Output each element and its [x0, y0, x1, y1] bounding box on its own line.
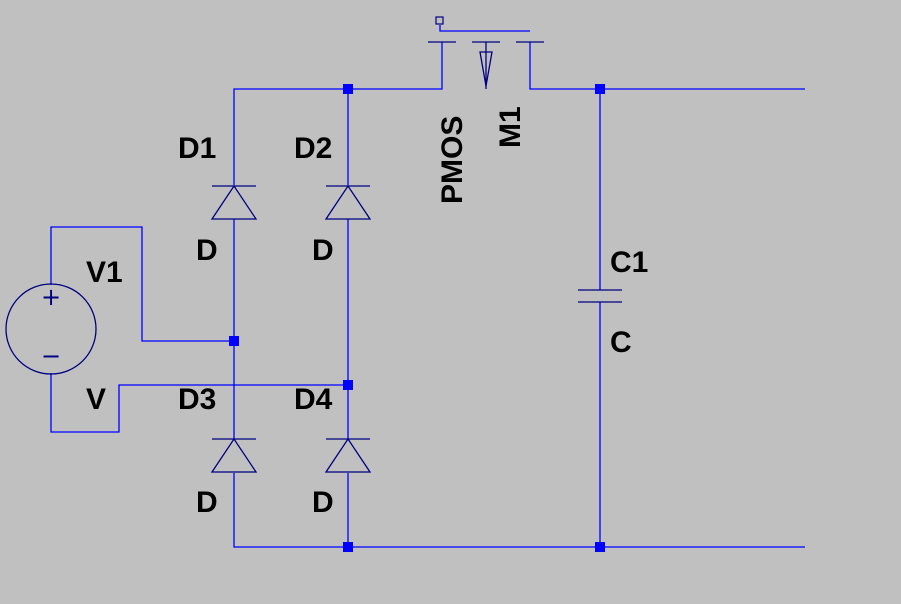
- junction-node[interactable]: [595, 84, 605, 94]
- junction-node[interactable]: [343, 380, 353, 390]
- d1-name-label: D1: [178, 132, 216, 165]
- diode-triangle: [324, 437, 372, 473]
- wire-m1-gate[interactable]: [439, 25, 530, 32]
- v1-value-label: V: [86, 383, 106, 416]
- d3-value-label: D: [196, 486, 218, 519]
- m1-name-label: M1: [494, 106, 527, 148]
- m1-pmos-transistor[interactable]: [428, 16, 544, 89]
- junctions: [229, 84, 605, 552]
- d2-value-label: D: [312, 234, 334, 267]
- diode-triangle: [324, 184, 372, 220]
- wire-m1-output[interactable]: [529, 42, 805, 90]
- m1-body-arrow-icon: [479, 51, 493, 87]
- d3-diode[interactable]: [210, 437, 258, 473]
- v1-voltage-source[interactable]: + −: [5, 283, 97, 375]
- junction-node[interactable]: [343, 542, 353, 552]
- d4-value-label: D: [312, 486, 334, 519]
- v1-minus-sign: −: [41, 342, 61, 370]
- c1-name-label: C1: [610, 246, 648, 279]
- c1-value-label: C: [610, 326, 632, 359]
- v1-name-label: V1: [86, 256, 123, 289]
- labels: V1 V D1 D D2 D D3 D D4 D PMOS M1 C1 C: [86, 106, 648, 519]
- wire-top-left[interactable]: [233, 42, 443, 185]
- wire-v1-top[interactable]: [50, 226, 234, 342]
- c1-capacitor[interactable]: [578, 289, 622, 303]
- d4-diode[interactable]: [324, 437, 372, 473]
- junction-node[interactable]: [229, 336, 239, 346]
- junction-node[interactable]: [343, 84, 353, 94]
- d2-name-label: D2: [294, 132, 332, 165]
- d1-diode[interactable]: [210, 184, 258, 220]
- v1-plus-sign: +: [41, 283, 61, 311]
- diode-triangle: [210, 184, 258, 220]
- v1-circle: [5, 283, 97, 375]
- wires: [50, 25, 805, 548]
- junction-node[interactable]: [595, 542, 605, 552]
- diode-triangle: [210, 437, 258, 473]
- gate-pin-square: [435, 16, 444, 25]
- d2-diode[interactable]: [324, 184, 372, 220]
- d3-name-label: D3: [178, 383, 216, 416]
- d4-name-label: D4: [294, 383, 333, 416]
- m1-value-label: PMOS: [436, 116, 469, 204]
- wire-v1-bottom[interactable]: [50, 373, 348, 433]
- wire-bottom-rail[interactable]: [233, 473, 805, 548]
- d1-value-label: D: [196, 234, 218, 267]
